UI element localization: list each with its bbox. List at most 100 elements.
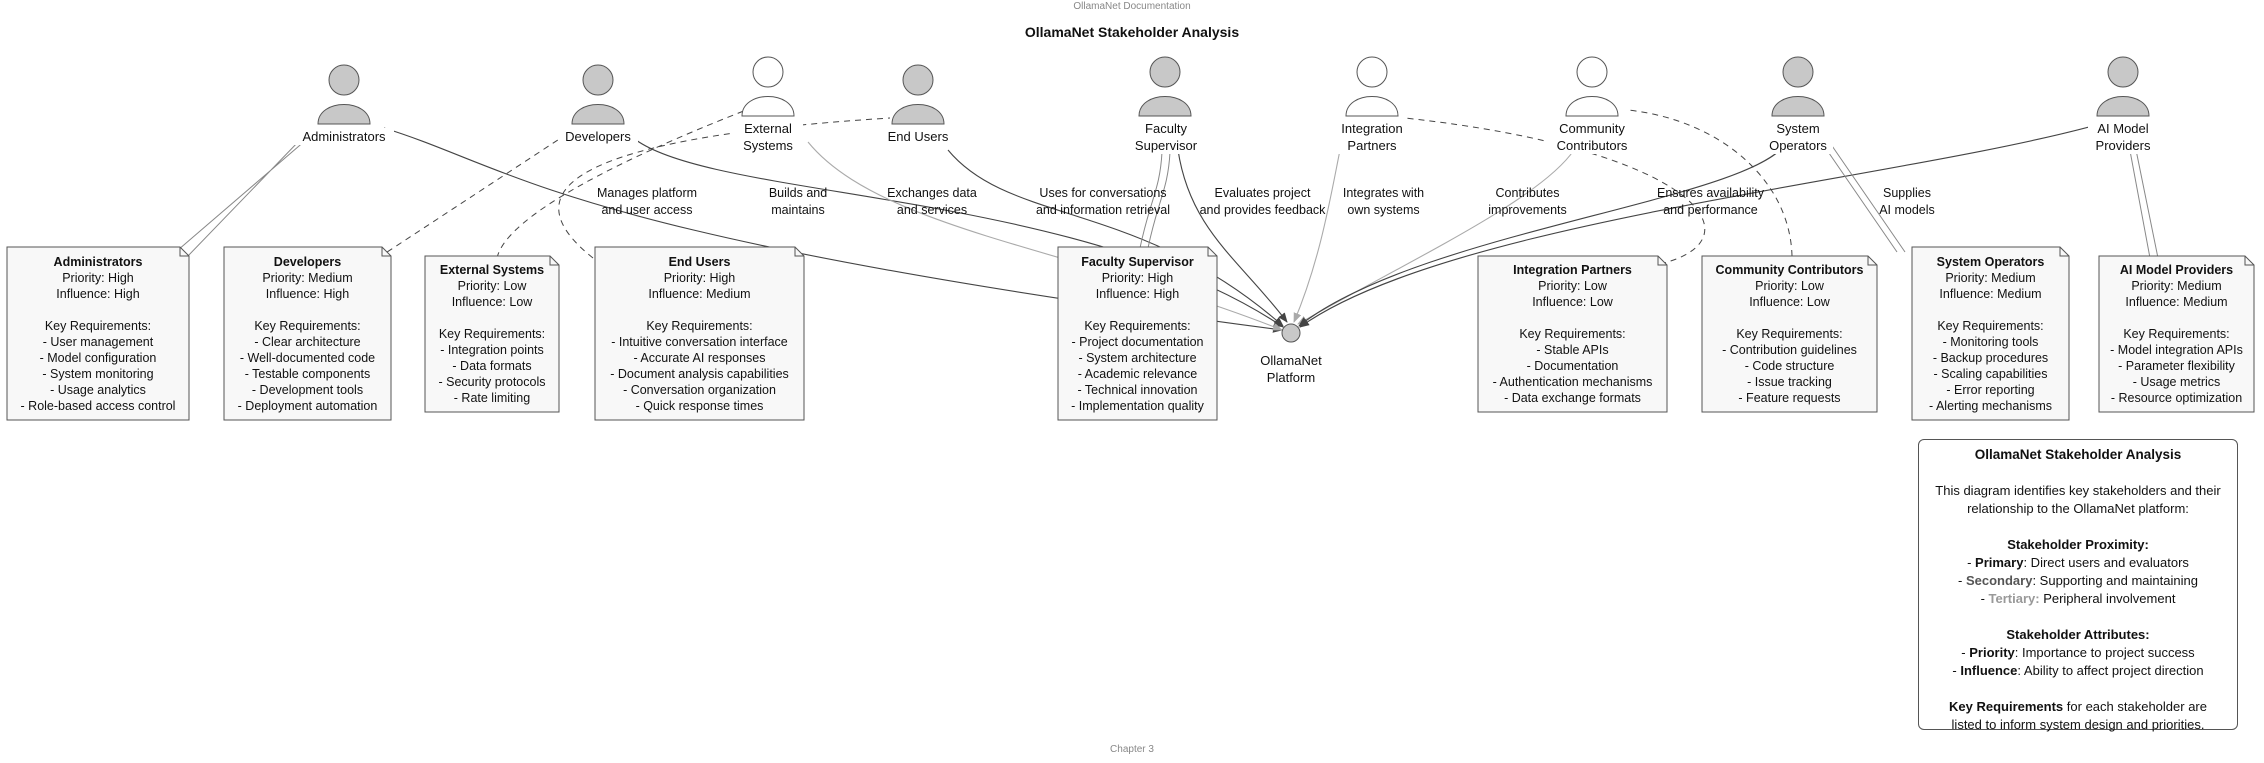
note-box-integration bbox=[1477, 255, 1668, 413]
note-sysops: System Operators Priority: Medium Influe… bbox=[1912, 254, 2069, 414]
note-link-community bbox=[1627, 109, 1793, 257]
note-req: - Error reporting bbox=[1946, 383, 2035, 397]
note-req: - Implementation quality bbox=[1071, 399, 1204, 413]
note-link-integration bbox=[1404, 117, 1706, 265]
legend-priority-desc: : Importance to project success bbox=[2014, 645, 2195, 660]
note-priority: Priority: High bbox=[62, 271, 134, 285]
legend-influence-term: Influence bbox=[1960, 663, 2018, 678]
note-req: - Usage analytics bbox=[50, 383, 146, 397]
actor-developers-icon bbox=[571, 64, 625, 125]
legend-box: OllamaNet Stakeholder Analysis This diag… bbox=[1918, 439, 2238, 732]
note-faculty: Faculty Supervisor Priority: High Influe… bbox=[1058, 254, 1217, 414]
note-title: End Users bbox=[668, 255, 731, 269]
note-req: - System monitoring bbox=[42, 367, 154, 381]
note-req-label: Key Requirements: bbox=[438, 327, 546, 341]
note-req-label: Key Requirements: bbox=[646, 319, 753, 333]
actor-integration-icon bbox=[1345, 56, 1399, 117]
note-link-sysops bbox=[1819, 139, 1906, 253]
note-req-label: Key Requirements: bbox=[1937, 319, 2044, 333]
rel-line-community bbox=[1297, 149, 1575, 325]
note-req: - Document analysis capabilities bbox=[610, 367, 789, 381]
note-link-external bbox=[496, 99, 773, 259]
note-title: Administrators bbox=[53, 255, 143, 269]
note-priority: Priority: Low bbox=[1755, 279, 1824, 293]
note-req: - Feature requests bbox=[1738, 391, 1841, 405]
note-link-faculty bbox=[1139, 151, 1171, 249]
note-endusers: End Users Priority: High Influence: Medi… bbox=[595, 254, 804, 414]
note-link-developers bbox=[377, 131, 571, 259]
actor-faculty-label: Faculty Supervisor bbox=[1130, 120, 1202, 154]
actor-community-icon bbox=[1565, 56, 1619, 117]
actor-sysops-icon bbox=[1771, 56, 1825, 117]
note-priority: Priority: Low bbox=[1538, 279, 1607, 293]
note-priority: Priority: Medium bbox=[262, 271, 353, 285]
note-community: Community Contributors Priority: Low Inf… bbox=[1702, 262, 1877, 406]
legend-primary-term: Primary bbox=[1975, 555, 2024, 570]
actor-sysops-label: System Operators bbox=[1763, 120, 1833, 154]
legend-tertiary-term: Tertiary: bbox=[1988, 591, 2040, 606]
platform-circle bbox=[1281, 323, 1301, 343]
legend-proximity-title: Stakeholder Proximity: bbox=[2007, 537, 2149, 552]
note-req: - Quick response times bbox=[635, 399, 764, 413]
note-req-label: Key Requirements: bbox=[1084, 319, 1191, 333]
note-integration: Integration Partners Priority: Low Influ… bbox=[1478, 262, 1667, 406]
note-link-administrators bbox=[177, 139, 307, 259]
note-influence: Influence: High bbox=[56, 287, 140, 301]
note-req: - Integration points bbox=[440, 343, 544, 357]
note-priority: Priority: High bbox=[1101, 271, 1174, 285]
note-req: - Academic relevance bbox=[1077, 367, 1198, 381]
note-req: - Issue tracking bbox=[1747, 375, 1832, 389]
note-external: External Systems Priority: Low Influence… bbox=[425, 262, 559, 406]
note-req: - Model configuration bbox=[39, 351, 157, 365]
note-link-endusers bbox=[558, 117, 891, 259]
note-box-faculty bbox=[1057, 246, 1218, 421]
note-influence: Influence: Low bbox=[1749, 295, 1830, 309]
note-req: - Data formats bbox=[452, 359, 532, 373]
legend-secondary-desc: : Supporting and maintaining bbox=[2032, 573, 2198, 588]
rel-line-integration bbox=[1293, 149, 1341, 323]
note-req: - Monitoring tools bbox=[1942, 335, 2039, 349]
rel-line-administrators bbox=[383, 127, 1283, 333]
note-req: - Data exchange formats bbox=[1504, 391, 1641, 405]
actor-aimodel-icon bbox=[2096, 56, 2150, 117]
note-boxes bbox=[6, 246, 2255, 421]
note-box-sysops bbox=[1911, 246, 2070, 421]
actor-administrators-label: Administrators bbox=[294, 128, 394, 145]
note-box-developers bbox=[223, 246, 392, 421]
note-req: - Alerting mechanisms bbox=[1929, 399, 2052, 413]
note-req: - User management bbox=[42, 335, 154, 349]
legend-primary-desc: : Direct users and evaluators bbox=[2023, 555, 2189, 570]
note-box-external bbox=[424, 255, 560, 413]
note-link-aimodel bbox=[2127, 139, 2159, 259]
legend-influence-desc: : Ability to affect project direction bbox=[2017, 663, 2204, 678]
note-priority: Priority: Low bbox=[457, 279, 527, 293]
note-req: - Testable components bbox=[244, 367, 371, 381]
note-developers: Developers Priority: Medium Influence: H… bbox=[224, 254, 391, 414]
legend-intro: This diagram identifies key stakeholders… bbox=[1935, 483, 2221, 498]
note-req: - Conversation organization bbox=[623, 383, 776, 397]
note-influence: Influence: Medium bbox=[648, 287, 751, 301]
rel-line-aimodel bbox=[1299, 123, 2101, 328]
note-req: - Development tools bbox=[251, 383, 364, 397]
note-influence: Influence: High bbox=[1095, 287, 1180, 301]
note-req: - Authentication mechanisms bbox=[1492, 375, 1653, 389]
note-req: - Rate limiting bbox=[453, 391, 531, 405]
note-req: - Scaling capabilities bbox=[1933, 367, 2048, 381]
rel-line-endusers bbox=[947, 149, 1284, 327]
page-footer: Chapter 3 bbox=[1110, 744, 1154, 755]
actor-community-label: Community Contributors bbox=[1547, 120, 1637, 154]
legend-key-desc: for each stakeholder are bbox=[2063, 699, 2207, 714]
note-influence: Influence: Medium bbox=[2125, 295, 2228, 309]
rel-label-developers: Builds and maintains bbox=[768, 186, 828, 217]
note-title: AI Model Providers bbox=[2119, 263, 2234, 277]
legend-key-term: Key Requirements bbox=[1949, 699, 2064, 714]
note-req: - Documentation bbox=[1526, 359, 1619, 373]
rel-label-community: Contributes improvements bbox=[1488, 186, 1567, 217]
legend-intro: relationship to the OllamaNet platform: bbox=[1967, 501, 2189, 516]
note-req: - Accurate AI responses bbox=[633, 351, 766, 365]
legend-attributes-title: Stakeholder Attributes: bbox=[2006, 627, 2150, 642]
note-req-label: Key Requirements: bbox=[1519, 327, 1626, 341]
note-req-label: Key Requirements: bbox=[254, 319, 361, 333]
note-req: - System architecture bbox=[1078, 351, 1197, 365]
note-req-label: Key Requirements: bbox=[44, 319, 152, 333]
